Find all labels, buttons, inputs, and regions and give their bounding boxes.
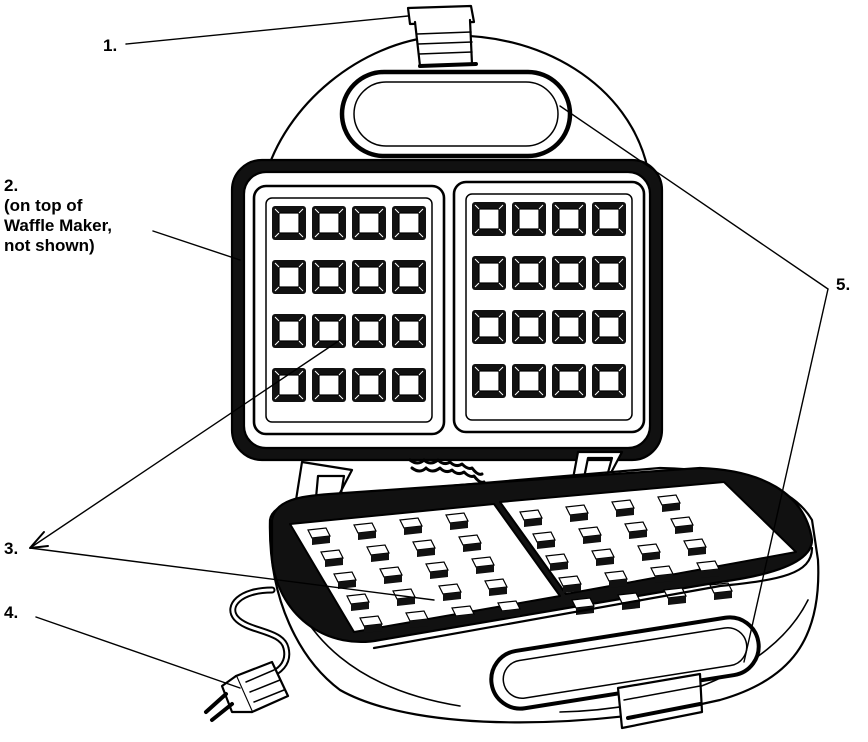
- lower-waffle-block: [451, 605, 475, 623]
- upper-waffle-square: [272, 260, 306, 294]
- lower-waffle-block: [471, 556, 495, 574]
- lower-waffle-block: [438, 583, 462, 601]
- lower-waffle-block: [399, 517, 423, 535]
- upper-waffle-square: [392, 260, 426, 294]
- callout-2-note-line-1: (on top of: [4, 196, 83, 215]
- upper-waffle-square: [592, 310, 626, 344]
- lower-waffle-block: [670, 516, 694, 534]
- lower-waffle-block: [637, 543, 661, 561]
- lower-waffle-block: [578, 526, 602, 544]
- upper-waffle-squares: [272, 202, 626, 402]
- leader-5a: [559, 105, 829, 290]
- upper-waffle-square: [592, 202, 626, 236]
- upper-waffle-square: [472, 202, 506, 236]
- upper-waffle-square: [352, 368, 386, 402]
- lower-waffle-block: [611, 499, 635, 517]
- leader-5b: [743, 288, 829, 663]
- leader-4: [35, 616, 241, 689]
- lower-waffle-block: [366, 544, 390, 562]
- upper-waffle-square: [512, 364, 546, 398]
- lower-waffle-block: [379, 566, 403, 584]
- upper-waffle-square: [352, 314, 386, 348]
- upper-waffle-square: [392, 368, 426, 402]
- lower-waffle-block: [696, 560, 720, 578]
- callout-4-label: 4.: [4, 603, 19, 622]
- callout-2-label: 2.: [4, 176, 19, 195]
- callout-5-label: 5.: [836, 275, 851, 294]
- upper-waffle-square: [472, 256, 506, 290]
- lower-waffle-blocks: [307, 494, 733, 633]
- upper-waffle-square: [392, 206, 426, 240]
- lower-waffle-block: [545, 553, 569, 571]
- lower-waffle-block: [558, 575, 582, 593]
- upper-waffle-square: [312, 368, 346, 402]
- lower-waffle-block: [484, 578, 508, 596]
- upper-waffle-square: [312, 314, 346, 348]
- callout-2-note-line-3: not shown): [4, 236, 95, 255]
- upper-waffle-square: [472, 310, 506, 344]
- callout-2-note-line-2: Waffle Maker,: [4, 216, 113, 235]
- lower-waffle-block: [333, 571, 357, 589]
- lower-waffle-block: [604, 570, 628, 588]
- lower-waffle-block: [497, 600, 521, 618]
- upper-waffle-square: [592, 256, 626, 290]
- lower-waffle-block: [458, 534, 482, 552]
- leader-3a: [29, 339, 341, 549]
- callout-3-label: 3.: [4, 539, 19, 558]
- lower-waffle-block: [320, 549, 344, 567]
- callout-2: 2. (on top of Waffle Maker, not shown): [4, 176, 112, 256]
- leader-2: [152, 230, 241, 261]
- upper-waffle-square: [512, 202, 546, 236]
- lower-waffle-block: [519, 509, 543, 527]
- leader-3b: [29, 547, 435, 601]
- lower-waffle-block: [346, 593, 370, 611]
- lower-waffle-block: [657, 494, 681, 512]
- upper-waffle-square: [272, 368, 306, 402]
- lower-waffle-block: [565, 504, 589, 522]
- lower-waffle-block: [425, 561, 449, 579]
- lower-waffle-block: [650, 565, 674, 583]
- upper-waffle-square: [312, 260, 346, 294]
- power-cord: [229, 586, 291, 680]
- callout-1-label: 1.: [103, 36, 118, 55]
- leader-1: [125, 15, 409, 45]
- plug: [204, 660, 290, 722]
- lower-waffle-block: [359, 615, 383, 633]
- upper-waffle-square: [272, 314, 306, 348]
- upper-waffle-square: [552, 256, 586, 290]
- lower-waffle-block: [683, 538, 707, 556]
- upper-waffle-square: [352, 206, 386, 240]
- upper-waffle-square: [272, 206, 306, 240]
- upper-waffle-square: [552, 202, 586, 236]
- upper-waffle-square: [512, 310, 546, 344]
- upper-waffle-square: [552, 310, 586, 344]
- upper-waffle-square: [592, 364, 626, 398]
- upper-waffle-square: [312, 206, 346, 240]
- lower-waffle-block: [307, 527, 331, 545]
- lower-waffle-block: [532, 531, 556, 549]
- latch: [406, 4, 478, 68]
- lower-waffle-block: [591, 548, 615, 566]
- lower-waffle-block: [624, 521, 648, 539]
- leader-lines: [29, 15, 829, 689]
- lower-waffle-block: [445, 512, 469, 530]
- upper-waffle-square: [512, 256, 546, 290]
- upper-waffle-square: [472, 364, 506, 398]
- upper-waffle-square: [552, 364, 586, 398]
- lower-waffle-block: [353, 522, 377, 540]
- lower-waffle-block: [412, 539, 436, 557]
- upper-waffle-square: [352, 260, 386, 294]
- upper-waffle-square: [392, 314, 426, 348]
- lower-waffle-block: [405, 610, 429, 628]
- hinge-spring: [408, 458, 484, 476]
